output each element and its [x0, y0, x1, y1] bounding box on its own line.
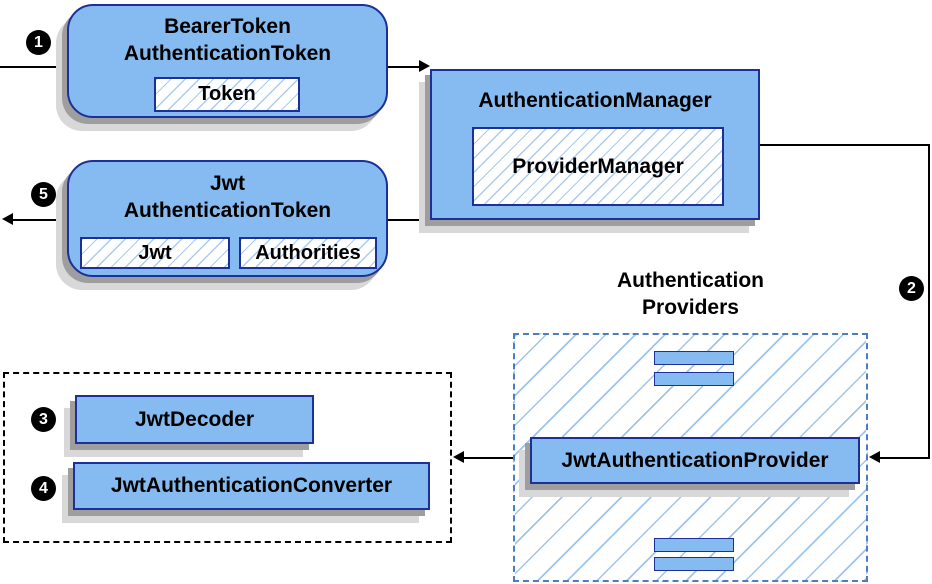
connector-jwt-token-out: [13, 219, 67, 221]
bearer-token-authentication-token-box: BearerToken AuthenticationToken Token: [67, 4, 388, 118]
step-badge-5: 5: [31, 182, 56, 207]
connector-provider-to-converter-group: [464, 457, 513, 459]
connector-manager-right: [760, 144, 930, 146]
authentication-providers-group: JwtAuthenticationProvider: [513, 333, 868, 582]
authentication-providers-title-line2: Providers: [642, 296, 739, 319]
authentication-manager-title: AuthenticationManager: [478, 89, 712, 112]
jwt-authentication-token-title: Jwt AuthenticationToken: [69, 162, 386, 224]
arrowhead-into-converter-group: [453, 451, 464, 463]
authentication-manager-box: AuthenticationManager ProviderManager: [430, 69, 760, 220]
token-inner-box: Token: [154, 77, 300, 112]
authentication-providers-title-line1: Authentication: [617, 269, 764, 292]
arrowhead-into-provider: [869, 451, 880, 463]
bearer-token-title-line2: AuthenticationToken: [123, 42, 332, 65]
provider-stub-bar: [654, 351, 734, 365]
arrowhead-into-manager: [419, 60, 430, 72]
connector-bearer-to-manager: [388, 66, 425, 68]
bearer-token-title: BearerToken AuthenticationToken: [69, 6, 386, 67]
bearer-token-title-line1: BearerToken: [164, 15, 291, 38]
step-badge-4: 4: [31, 476, 56, 501]
jwt-authentication-provider-box: JwtAuthenticationProvider: [530, 437, 860, 484]
jwt-inner-box: Jwt: [80, 237, 230, 269]
provider-stub-bar: [654, 538, 734, 552]
step-badge-1: 1: [26, 30, 51, 55]
authentication-providers-title: Authentication Providers: [513, 267, 868, 321]
provider-stub-bar: [654, 372, 734, 386]
jwt-authentication-token-box: Jwt AuthenticationToken Jwt Authorities: [67, 160, 388, 277]
converter-group-box: JwtDecoder JwtAuthenticationConverter: [3, 372, 452, 543]
connector-right-vertical: [928, 144, 930, 459]
provider-stub-bar: [654, 557, 734, 571]
jwt-authentication-token-title-line2: AuthenticationToken: [123, 199, 332, 222]
jwt-decoder-box: JwtDecoder: [75, 395, 314, 444]
provider-manager-inner-box: ProviderManager: [472, 127, 724, 206]
authorities-inner-box: Authorities: [239, 237, 377, 269]
step-badge-3: 3: [31, 407, 56, 432]
connector-into-provider: [880, 457, 930, 459]
connector-request-in: [0, 66, 67, 68]
arrowhead-response-out: [2, 213, 13, 225]
jwt-authentication-token-title-line1: Jwt: [209, 172, 245, 195]
connector-manager-to-jwt-token: [388, 219, 430, 221]
step-badge-2: 2: [899, 276, 924, 301]
jwt-authentication-converter-box: JwtAuthenticationConverter: [73, 462, 430, 510]
